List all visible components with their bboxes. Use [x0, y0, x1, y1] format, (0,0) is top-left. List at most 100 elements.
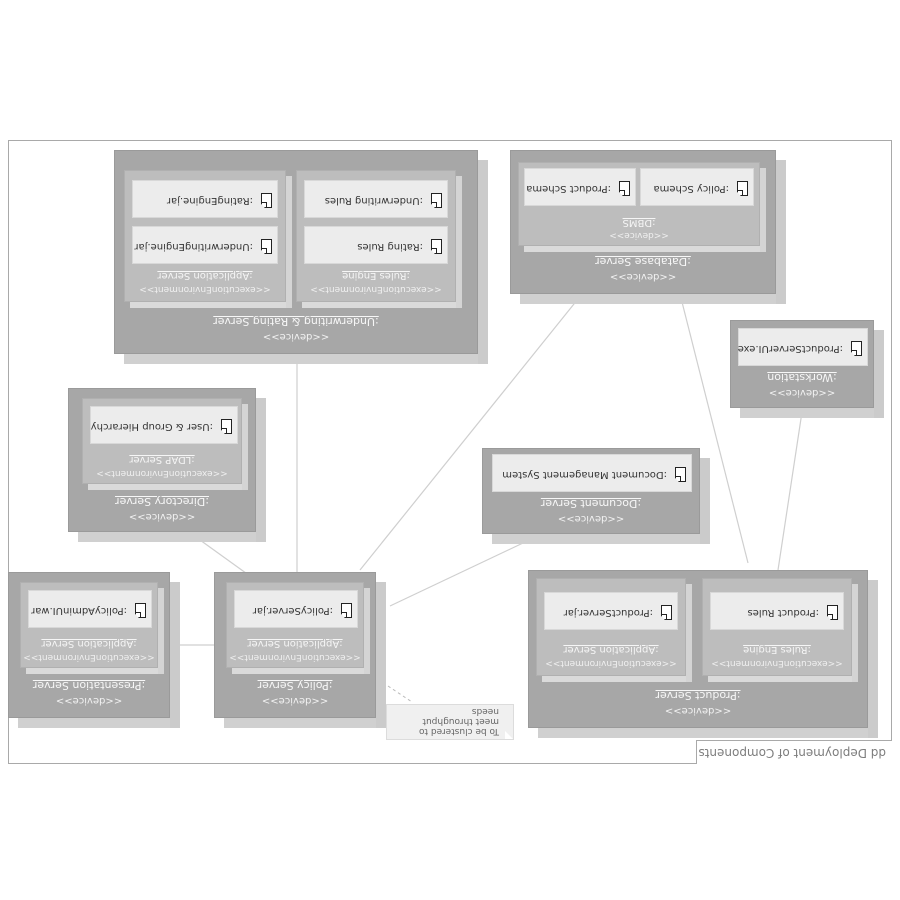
- artifact-document-management-system[interactable]: :Document Management System: [492, 454, 692, 492]
- node-presentation-server[interactable]: <<device>> :Presentation Server <<execut…: [8, 572, 180, 728]
- env-name: :Rules Engine: [342, 270, 410, 281]
- env-stereotype: <<executionEnvironment>>: [23, 652, 155, 662]
- connector-product-workstation: [777, 411, 803, 571]
- artifact-policyadminui[interactable]: :PolicyAdminUI.war: [28, 590, 152, 628]
- artifact-user-group-hierarchy[interactable]: :User & Group Hierarchy: [90, 406, 238, 444]
- note-line: needs: [471, 706, 499, 716]
- env-stereotype: <<executionEnvironment>>: [139, 284, 271, 294]
- connector-policy-directory: [199, 539, 251, 577]
- node-name: :Product Server: [655, 689, 741, 702]
- artifact-icon: [431, 239, 442, 254]
- artifact-productserver[interactable]: :ProductServer.jar: [544, 592, 678, 630]
- artifact-icon: [261, 239, 272, 254]
- node-document-server[interactable]: <<device>> :Document Server :Document Ma…: [482, 448, 710, 544]
- artifact-label: :User & Group Hierarchy: [90, 421, 213, 432]
- env-stereotype: <<executionEnvironment>>: [545, 658, 677, 668]
- artifact-rating-rules[interactable]: :Rating Rules: [304, 226, 448, 264]
- node-policy-server[interactable]: <<device>> :Policy Server <<executionEnv…: [214, 572, 386, 728]
- node-stereotype: <<device>>: [557, 513, 625, 524]
- note-link: [387, 685, 413, 703]
- artifact-icon: [675, 467, 686, 482]
- node-name: :Policy Server: [257, 679, 333, 692]
- artifact-icon: [737, 181, 748, 196]
- node-database-server[interactable]: <<device>> :Database Server <<device>> :…: [510, 150, 786, 304]
- artifact-icon: [851, 341, 862, 356]
- artifact-label: :ProductServer.jar: [563, 607, 653, 618]
- node-name: :Directory Server: [115, 495, 209, 508]
- artifact-label: :Product Schema: [526, 183, 611, 194]
- clustering-note: To be clustered to meet throughput needs: [386, 704, 514, 740]
- env-application-server[interactable]: <<executionEnvironment>> :Application Se…: [124, 170, 292, 308]
- node-stereotype: <<device>>: [55, 695, 123, 706]
- device-dbms[interactable]: <<device>> :DBMS :Policy Schema :Product…: [518, 162, 766, 252]
- node-directory-server[interactable]: <<device>> :Directory Server <<execution…: [68, 388, 266, 542]
- env-name: :Rules Engine: [743, 644, 811, 655]
- env-stereotype: <<executionEnvironment>>: [711, 658, 843, 668]
- env-name: :LDAP Server: [129, 454, 195, 465]
- note-line: To be clustered to: [418, 726, 499, 736]
- node-name: :Presentation Server: [32, 679, 146, 692]
- node-stereotype: <<device>>: [609, 271, 677, 282]
- env-application-server[interactable]: <<executionEnvironment>> :Application Se…: [536, 578, 692, 682]
- env-name: :Application Server: [563, 644, 659, 655]
- env-name: :Application Server: [41, 638, 137, 649]
- env-name: :DBMS: [622, 217, 656, 228]
- artifact-label: :PolicyServer.jar: [252, 605, 333, 616]
- artifact-label: :RatingEngine.jar: [166, 195, 253, 206]
- env-rules-engine[interactable]: <<executionEnvironment>> :Rules Engine :…: [296, 170, 462, 308]
- node-name: :Underwriting & Rating Server: [213, 315, 379, 328]
- artifact-icon: [261, 193, 272, 208]
- artifact-product-schema[interactable]: :Product Schema: [524, 168, 636, 206]
- artifact-policy-schema[interactable]: :Policy Schema: [640, 168, 754, 206]
- artifact-product-rules[interactable]: :Product Rules: [710, 592, 844, 630]
- node-workstation[interactable]: <<device>> :Workstation :ProductServerUI…: [730, 320, 884, 418]
- node-name: :Workstation: [767, 371, 837, 384]
- artifact-rating-engine[interactable]: :RatingEngine.jar: [132, 180, 278, 218]
- env-rules-engine[interactable]: <<executionEnvironment>> :Rules Engine :…: [702, 578, 858, 682]
- connector-policy-database: [359, 293, 583, 571]
- artifact-underwriting-engine[interactable]: :UnderwritingEngine.jar: [132, 226, 278, 264]
- env-stereotype: <<executionEnvironment>>: [229, 652, 361, 662]
- artifact-icon: [661, 605, 672, 620]
- artifact-icon: [431, 193, 442, 208]
- node-stereotype: <<device>>: [664, 705, 732, 716]
- node-stereotype: <<device>>: [261, 695, 329, 706]
- note-line: meet throughput: [422, 716, 499, 726]
- env-name: :Application Server: [247, 638, 343, 649]
- artifact-label: :Document Management System: [502, 469, 667, 480]
- note-fold: [505, 731, 513, 739]
- artifact-policyserver[interactable]: :PolicyServer.jar: [234, 590, 358, 628]
- artifact-icon: [619, 181, 630, 196]
- artifact-label: :UnderwritingEngine.jar: [134, 241, 253, 252]
- artifact-label: :Rating Rules: [357, 241, 423, 252]
- node-product-server[interactable]: <<device>> :Product Server <<executionEn…: [528, 570, 878, 738]
- artifact-label: :Policy Schema: [653, 183, 729, 194]
- node-stereotype: <<device>>: [768, 387, 836, 398]
- node-stereotype: <<device>>: [262, 331, 330, 342]
- env-application-server[interactable]: <<executionEnvironment>> :Application Se…: [20, 582, 164, 674]
- artifact-label: :Underwriting Rules: [324, 195, 423, 206]
- artifact-icon: [135, 603, 146, 618]
- node-stereotype: <<device>>: [128, 511, 196, 522]
- connector-policy-document: [389, 533, 543, 607]
- artifact-label: :ProductServerUI.exe: [737, 343, 843, 354]
- node-name: :Document Server: [540, 497, 642, 510]
- node-underwriting-rating-server[interactable]: <<device>> :Underwriting & Rating Server…: [114, 150, 488, 364]
- artifact-productserverui[interactable]: :ProductServerUI.exe: [738, 328, 868, 366]
- artifact-icon: [221, 419, 232, 434]
- connector-product-database: [681, 301, 749, 564]
- env-stereotype: <<device>>: [609, 230, 669, 240]
- env-ldap-server[interactable]: <<executionEnvironment>> :LDAP Server :U…: [82, 398, 248, 490]
- artifact-icon: [341, 603, 352, 618]
- env-name: :Application Server: [157, 270, 253, 281]
- artifact-label: :PolicyAdminUI.war: [31, 605, 127, 616]
- env-application-server[interactable]: <<executionEnvironment>> :Application Se…: [226, 582, 370, 674]
- artifact-icon: [827, 605, 838, 620]
- artifact-label: :Product Rules: [747, 607, 820, 618]
- env-stereotype: <<executionEnvironment>>: [96, 468, 228, 478]
- artifact-underwriting-rules[interactable]: :Underwriting Rules: [304, 180, 448, 218]
- node-name: :Database Server: [595, 255, 691, 268]
- env-stereotype: <<executionEnvironment>>: [310, 284, 442, 294]
